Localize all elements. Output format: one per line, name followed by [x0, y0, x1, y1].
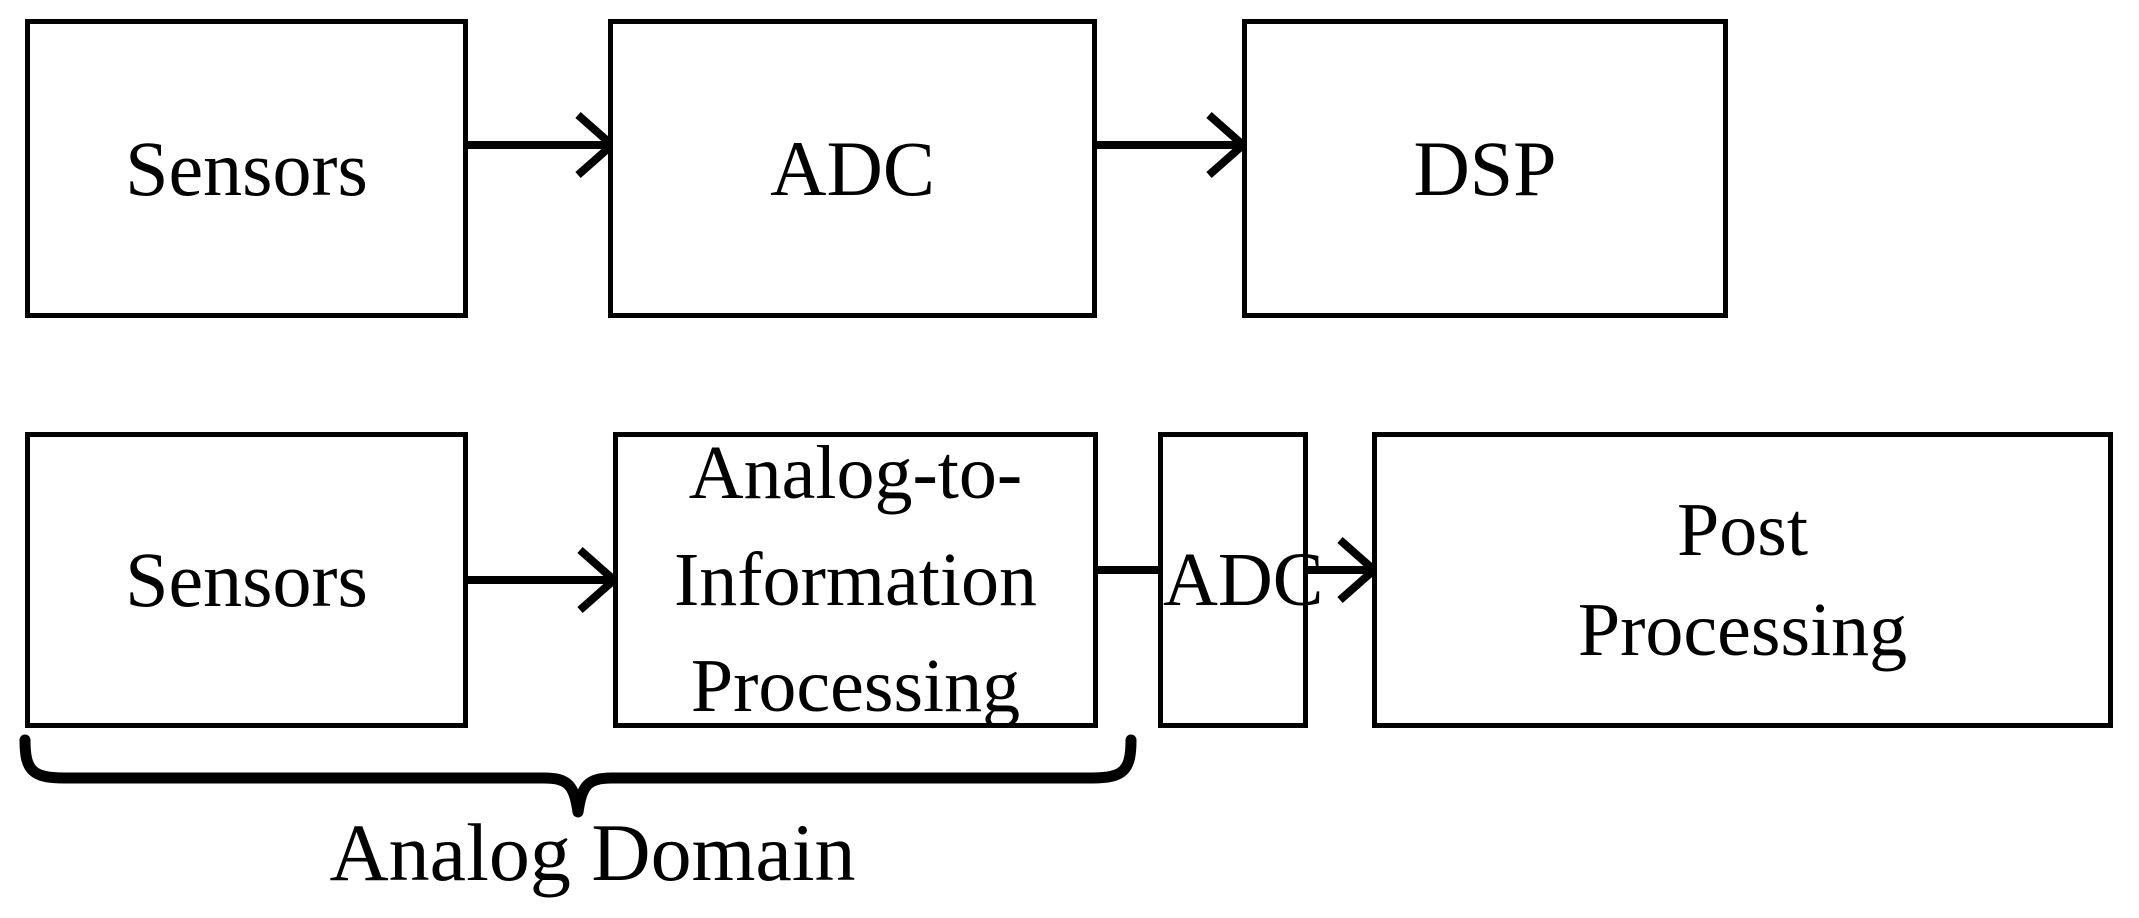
block-sensors-row1[interactable]: Sensors — [25, 19, 468, 318]
arrow-sensors-to-aip-row2 — [466, 545, 621, 615]
arrow-sensors-to-adc-row1 — [466, 110, 619, 180]
block-adc-row2[interactable]: ADC — [1158, 432, 1324, 728]
block-post-processing[interactable]: Post Processing — [1372, 432, 2113, 728]
arrow-adc-to-dsp-row1 — [1095, 110, 1250, 180]
block-label: DSP — [1413, 124, 1557, 212]
block-label: Sensors — [125, 536, 368, 623]
block-sensors-row2[interactable]: Sensors — [25, 432, 468, 728]
block-label: Post Processing — [1577, 487, 1908, 672]
block-dsp-row1[interactable]: DSP — [1242, 19, 1728, 318]
block-label: ADC — [770, 124, 935, 212]
block-adc-row1[interactable]: ADC — [608, 19, 1097, 318]
arrow-adc-to-post-processing-row2 — [1306, 535, 1381, 605]
block-analog-to-information-processing[interactable]: Analog-to- Information Processing — [613, 431, 1098, 728]
block-label: Sensors — [125, 124, 368, 212]
block-label: ADC — [1163, 538, 1324, 622]
analog-domain-brace-icon — [16, 732, 1137, 822]
block-label: Analog-to- Information Processing — [673, 431, 1037, 729]
analog-domain-label: Analog Domain — [329, 807, 856, 898]
